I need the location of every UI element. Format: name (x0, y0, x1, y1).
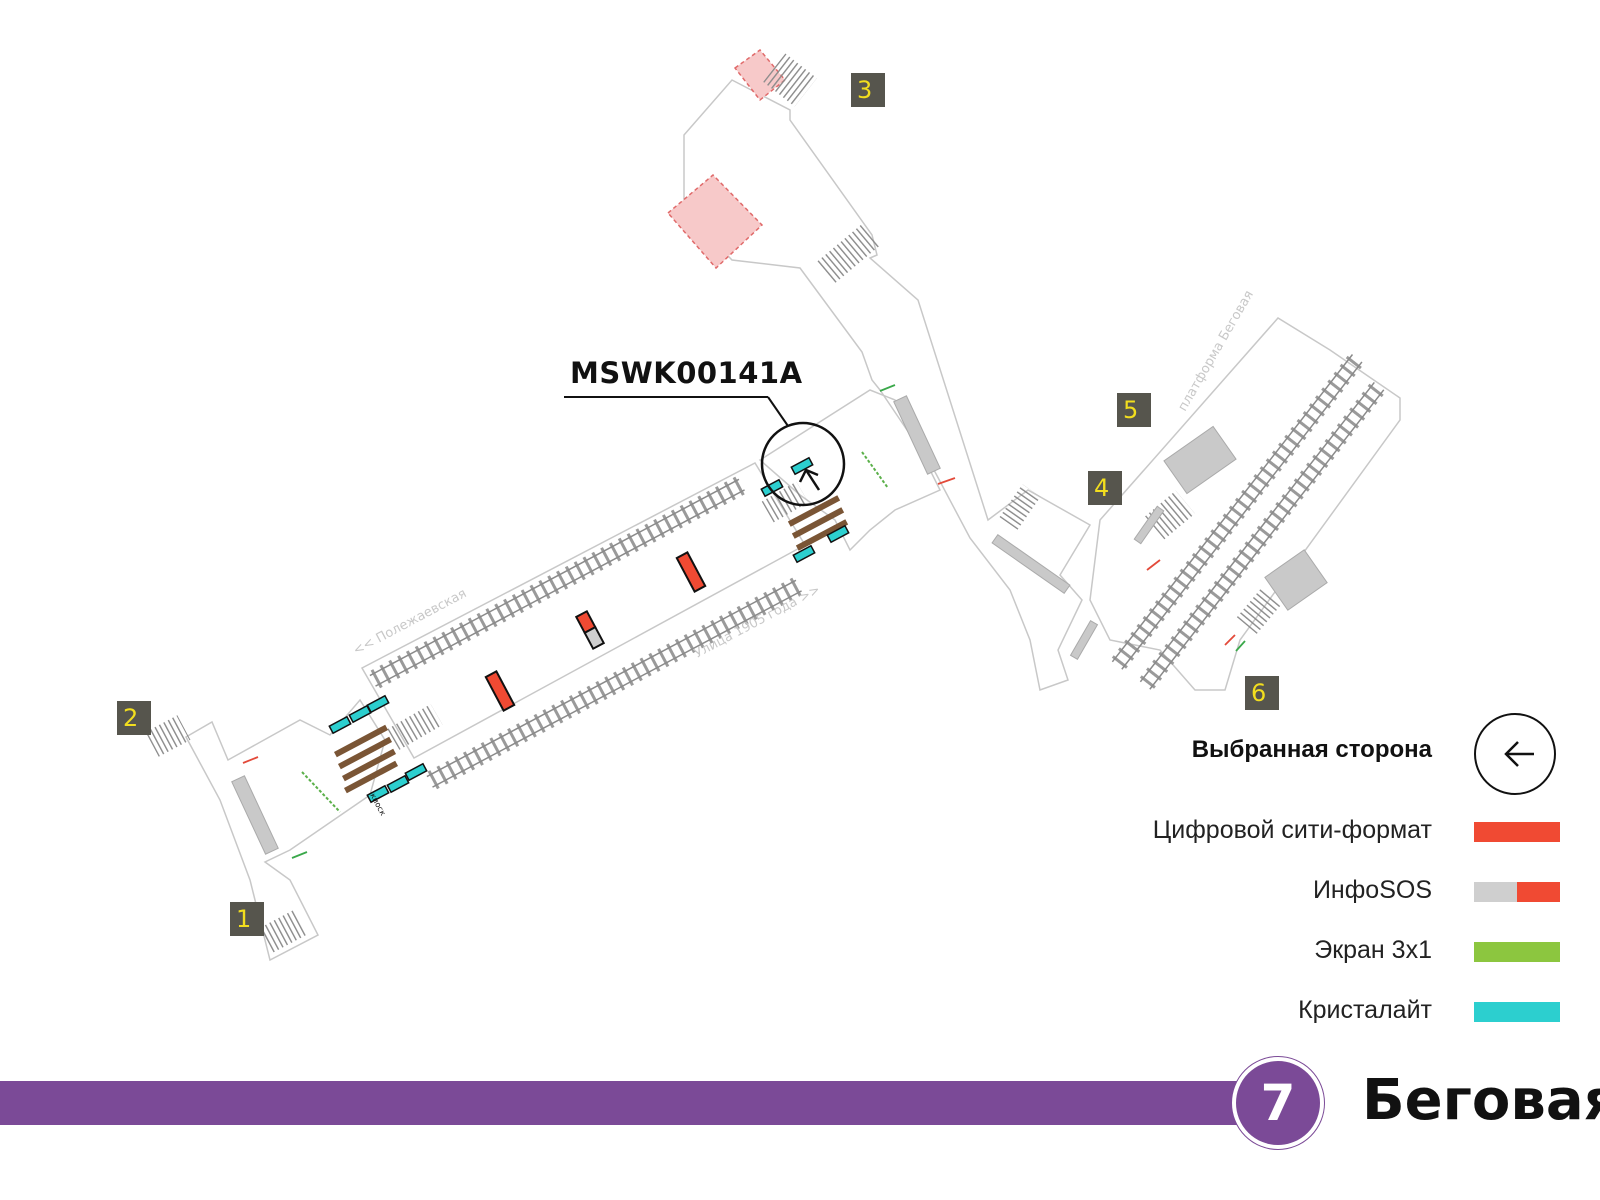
track-platform-2 (1138, 380, 1387, 692)
legend-label-crystalite: Кристалайт (1298, 996, 1432, 1024)
crystalite-panels (328, 456, 850, 804)
legend-label-infosos: ИнфоSOS (1312, 876, 1432, 904)
screen-3x1-swatch (1474, 942, 1560, 962)
track-platform-1 (1110, 352, 1365, 672)
exit-badge-1: 1 (230, 902, 264, 936)
arrow-left-icon (1504, 741, 1534, 767)
track-left (368, 475, 747, 690)
exit-badge-4: 4 (1088, 471, 1122, 505)
selected-side-icon (1474, 713, 1556, 795)
exit-badge-5: 5 (1117, 393, 1151, 427)
legend-label-digital-city: Цифровой сити-формат (1152, 816, 1432, 844)
infosos-panel (574, 609, 606, 651)
screen-3x1-lines (301, 451, 889, 813)
exit-badge-6: 6 (1245, 676, 1279, 710)
platform-label: платформа Беговая (1175, 288, 1256, 414)
crystalite-swatch (1474, 1002, 1560, 1022)
line-number-badge: 7 (1232, 1057, 1324, 1149)
track-right (425, 576, 804, 791)
stairs (145, 53, 1282, 954)
selected-side-marker (564, 396, 846, 507)
exit-badge-2: 2 (117, 701, 151, 735)
station-name: Беговая (1362, 1068, 1600, 1133)
metro-line-bar (0, 1081, 1250, 1125)
digital-city-format (484, 551, 707, 712)
infosos-swatch (1474, 882, 1560, 902)
turnstile-block (231, 395, 1328, 855)
digital-city-swatch (1474, 822, 1560, 842)
flow-arrows (242, 384, 1246, 859)
legend-label-screen-3x1: Экран 3х1 (1314, 936, 1432, 964)
placement-code: MSWK00141A (570, 356, 803, 390)
escalator (333, 495, 849, 794)
exit-badge-3: 3 (851, 73, 885, 107)
legend-selected-side-label: Выбранная сторона (1191, 736, 1432, 763)
